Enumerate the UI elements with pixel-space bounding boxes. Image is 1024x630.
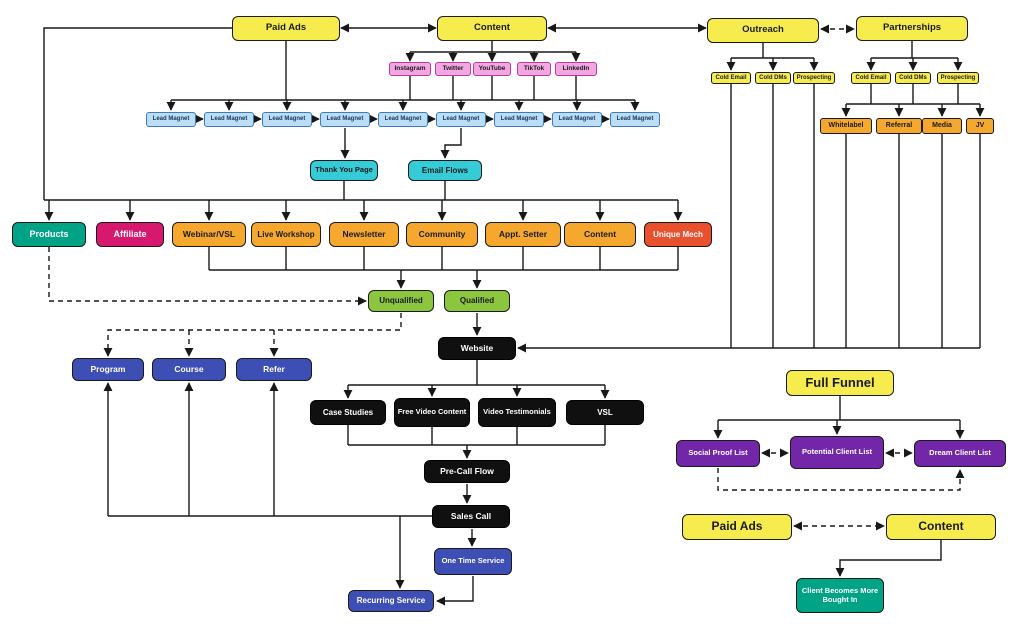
node-lead-magnet-3: Lead Magnet	[262, 112, 312, 127]
node-whitelabel: Whitelabel	[820, 118, 872, 134]
node-outreach-cold-email: Cold Email	[711, 72, 751, 84]
node-outreach-prospecting: Prospecting	[793, 72, 835, 84]
node-referral: Referral	[876, 118, 922, 134]
node-lead-magnet-1: Lead Magnet	[146, 112, 196, 127]
node-media: Media	[922, 118, 962, 134]
node-products: Products	[12, 222, 86, 247]
node-tiktok: TikTok	[517, 62, 551, 76]
node-vsl: VSL	[566, 400, 644, 425]
node-one-time-service: One Time Service	[434, 548, 512, 575]
node-live-workshop: Live Workshop	[251, 222, 321, 247]
node-website: Website	[438, 337, 516, 360]
node-twitter: Twitter	[435, 62, 471, 76]
node-lead-magnet-4: Lead Magnet	[320, 112, 370, 127]
node-paid-ads-top: Paid Ads	[232, 16, 340, 41]
node-pre-call-flow: Pre-Call Flow	[424, 460, 510, 483]
node-dream-client-list: Dream Client List	[914, 440, 1006, 467]
node-paid-ads-bottom: Paid Ads	[682, 514, 792, 540]
node-affiliate: Affiliate	[96, 222, 164, 247]
node-appt-setter: Appt. Setter	[485, 222, 561, 247]
node-outreach: Outreach	[707, 18, 819, 43]
node-lead-magnet-9: Lead Magnet	[610, 112, 660, 127]
node-newsletter: Newsletter	[329, 222, 399, 247]
node-program: Program	[72, 358, 144, 381]
node-partner-prospecting: Prospecting	[937, 72, 979, 84]
node-unique-mech: Unique Mech	[644, 222, 712, 247]
node-partnerships: Partnerships	[856, 16, 968, 41]
node-email-flows: Email Flows	[408, 160, 482, 181]
node-refer: Refer	[236, 358, 312, 381]
node-lead-magnet-7: Lead Magnet	[494, 112, 544, 127]
node-instagram: Instagram	[389, 62, 431, 76]
node-social-proof-list: Social Proof List	[676, 440, 760, 467]
node-case-studies: Case Studies	[310, 400, 386, 425]
node-lead-magnet-2: Lead Magnet	[204, 112, 254, 127]
node-linkedin: LinkedIn	[555, 62, 597, 76]
node-jv: JV	[966, 118, 994, 134]
node-course: Course	[152, 358, 226, 381]
node-potential-client-list: Potential Client List	[790, 436, 884, 469]
node-lead-magnet-5: Lead Magnet	[378, 112, 428, 127]
node-client-bought-in: Client Becomes More Bought In	[796, 578, 884, 613]
node-sales-call: Sales Call	[432, 505, 510, 528]
node-qualified: Qualified	[444, 290, 510, 312]
node-content-top: Content	[437, 16, 547, 41]
node-community: Community	[406, 222, 478, 247]
node-content-mid: Content	[564, 222, 636, 247]
node-lead-magnet-8: Lead Magnet	[552, 112, 602, 127]
node-thank-you-page: Thank You Page	[310, 160, 378, 181]
node-unqualified: Unqualified	[368, 290, 434, 312]
node-partner-cold-dms: Cold DMs	[895, 72, 931, 84]
node-lead-magnet-6: Lead Magnet	[436, 112, 486, 127]
node-recurring-service: Recurring Service	[348, 590, 434, 612]
node-partner-cold-email: Cold Email	[851, 72, 891, 84]
node-full-funnel: Full Funnel	[786, 370, 894, 396]
node-content-bottom: Content	[886, 514, 996, 540]
node-video-testimonials: Video Testimonials	[478, 398, 556, 427]
node-webinar-vsl: Webinar/VSL	[172, 222, 246, 247]
node-youtube: YouTube	[473, 62, 511, 76]
node-outreach-cold-dms: Cold DMs	[755, 72, 791, 84]
node-free-video-content: Free Video Content	[394, 398, 470, 427]
